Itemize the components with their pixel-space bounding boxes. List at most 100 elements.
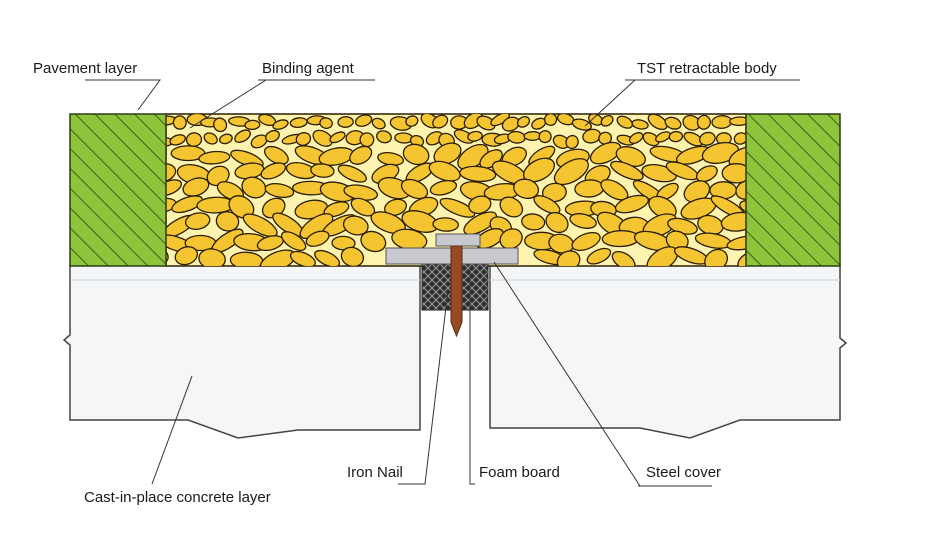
aggregate-stone	[439, 197, 476, 218]
aggregate-stone	[203, 132, 218, 145]
aggregate-stone	[295, 132, 312, 146]
aggregate-stone	[463, 211, 498, 236]
iron-nail	[450, 245, 463, 338]
aggregate-stone	[340, 246, 365, 266]
aggregate-stone	[541, 182, 567, 203]
label-cast-in-place-concrete-layer: Cast-in-place concrete layer	[84, 489, 271, 506]
aggregate-stone	[198, 150, 231, 165]
aggregate-stone	[628, 132, 644, 144]
aggregate-stone	[371, 117, 386, 130]
aggregate-stone	[459, 165, 497, 183]
aggregate-stone	[589, 141, 622, 165]
label-binding-agent: Binding agent	[262, 60, 355, 77]
aggregate-stone	[522, 157, 556, 183]
aggregate-stone	[565, 134, 579, 150]
aggregate-stone	[242, 213, 278, 238]
aggregate-stone	[184, 212, 211, 230]
aggregate-stone	[543, 114, 558, 127]
aggregate-stone	[405, 115, 419, 127]
aggregate-stone	[600, 114, 614, 127]
aggregate-stone	[729, 116, 746, 127]
aggregate-stone	[342, 215, 369, 236]
aggregate-stone	[213, 117, 228, 133]
concrete-slab-left	[62, 264, 421, 439]
aggregate-stone	[215, 211, 240, 232]
aggregate-stone	[305, 230, 330, 247]
label-iron-nail: Iron Nail	[347, 464, 403, 481]
aggregate-stone	[429, 179, 458, 196]
aggregate-stone	[610, 160, 644, 181]
aggregate-stone	[733, 132, 746, 145]
aggregate-stone	[349, 145, 373, 165]
aggregate-stone	[432, 217, 460, 232]
label-steel-cover: Steel cover	[646, 464, 721, 481]
nail-head	[435, 233, 481, 247]
aggregate-stone	[586, 247, 612, 265]
aggregate-stone	[198, 248, 226, 266]
aggregate-stone	[647, 114, 668, 131]
aggregate-stone	[265, 129, 280, 143]
aggregate-stone	[384, 198, 407, 217]
aggregate-stone	[616, 115, 634, 129]
aggregate-stone	[376, 130, 392, 144]
aggregate-stone	[614, 194, 649, 214]
aggregate-stone	[521, 213, 546, 231]
pavement-layer-left	[69, 113, 167, 267]
aggregate-stone	[545, 211, 569, 234]
aggregate-stone	[499, 228, 523, 250]
aggregate-stone	[468, 195, 492, 215]
aggregate-stone	[467, 130, 483, 142]
aggregate-stone	[172, 115, 187, 130]
label-pavement-layer: Pavement layer	[33, 60, 137, 77]
aggregate-stone	[260, 162, 287, 180]
aggregate-stone	[696, 114, 711, 130]
aggregate-stone	[433, 142, 462, 165]
aggregate-stone	[280, 231, 307, 252]
aggregate-stone	[241, 176, 267, 199]
aggregate-stone	[171, 195, 204, 214]
aggregate-stone	[513, 178, 540, 200]
aggregate-stone	[360, 230, 387, 253]
leader-lines	[85, 79, 800, 487]
aggregate-stone	[234, 129, 251, 143]
aggregate-stone	[354, 114, 373, 127]
aggregate-stone	[264, 182, 295, 199]
aggregate-stone	[533, 195, 561, 215]
aggregate-stone	[695, 165, 718, 183]
aggregate-stone	[244, 119, 261, 131]
aggregate-stone	[319, 117, 333, 129]
aggregate-stone	[289, 250, 316, 266]
aggregate-stone	[329, 131, 346, 144]
aggregate-stone	[556, 250, 581, 266]
aggregate-stone	[400, 178, 429, 200]
concrete-slab-right	[489, 264, 848, 439]
tst-aggregate-stones	[166, 114, 746, 266]
aggregate-stone	[720, 211, 746, 232]
label-tst-retractable-body: TST retractable body	[637, 60, 777, 77]
aggregate-stone	[312, 129, 333, 147]
aggregate-stone	[664, 116, 682, 130]
aggregate-stone	[166, 162, 177, 184]
aggregate-stone	[721, 163, 746, 184]
aggregate-stone	[569, 213, 597, 229]
aggregate-stone	[735, 180, 746, 200]
aggregate-stone	[263, 145, 289, 165]
aggregate-stone	[571, 231, 601, 252]
aggregate-stone	[310, 163, 335, 178]
aggregate-stone	[432, 114, 449, 129]
aggregate-stone	[704, 248, 729, 266]
label-foam-board: Foam board	[479, 464, 560, 481]
aggregate-stone	[499, 196, 524, 218]
aggregate-stone	[571, 118, 593, 131]
aggregate-stone	[169, 134, 186, 146]
aggregate-stone	[272, 119, 289, 130]
aggregate-stone	[631, 119, 649, 130]
aggregate-stone	[553, 158, 589, 186]
aggregate-stone	[166, 245, 169, 266]
aggregate-stone	[611, 250, 636, 266]
aggregate-stone	[699, 131, 716, 146]
aggregate-stone	[538, 130, 552, 144]
aggregate-stone	[182, 177, 210, 197]
aggregate-stone	[642, 132, 660, 147]
